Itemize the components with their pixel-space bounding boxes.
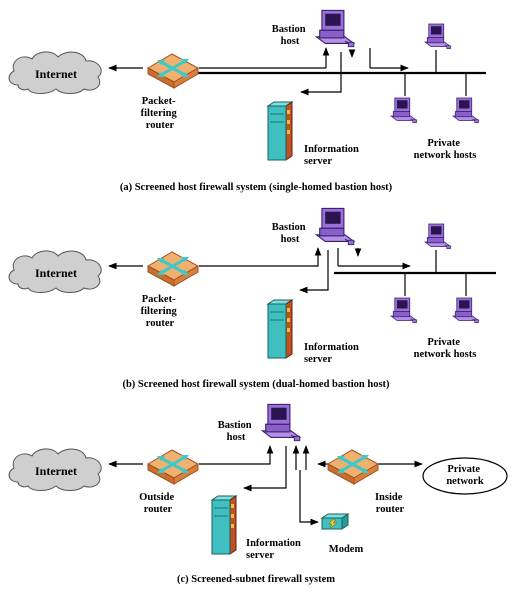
internet-label: Internet bbox=[35, 266, 77, 280]
bastion-host-icon bbox=[315, 207, 355, 246]
panel-a: Internet Packet- filtering router Bastio… bbox=[8, 9, 486, 193]
inside-router-icon bbox=[326, 448, 380, 486]
private-hosts-label: Private network hosts bbox=[414, 337, 477, 360]
information-server-icon bbox=[211, 495, 237, 555]
information-server-icon bbox=[267, 101, 293, 161]
server-label: Information server bbox=[304, 144, 361, 167]
packet-filter-router-icon bbox=[146, 250, 200, 288]
link-router-bastion bbox=[199, 247, 322, 267]
link-bastion-modem bbox=[299, 470, 319, 526]
server-label: Information server bbox=[246, 538, 303, 561]
inside-router-label: Inside router bbox=[375, 492, 405, 515]
caption-a: (a) Screened host firewall system (singl… bbox=[120, 182, 393, 193]
outside-router-icon bbox=[146, 448, 200, 486]
bastion-host-icon bbox=[261, 403, 301, 442]
router-label: Packet- filtering router bbox=[141, 294, 180, 329]
bastion-label: Bastion host bbox=[272, 24, 308, 47]
private-network-node: Private network bbox=[422, 457, 508, 495]
internet-cloud: Internet bbox=[8, 51, 102, 94]
private-hosts-label: Private network hosts bbox=[414, 138, 477, 161]
caption-c: (c) Screened-subnet firewall system bbox=[177, 574, 335, 585]
internet-label: Internet bbox=[35, 67, 77, 81]
bastion-label: Bastion host bbox=[272, 222, 308, 245]
router-label: Packet- filtering router bbox=[141, 96, 180, 131]
private-host-icon bbox=[390, 97, 417, 124]
panel-b: Internet Packet- filtering router Bastio… bbox=[8, 207, 496, 390]
private-host-icon bbox=[390, 297, 417, 324]
bastion-host-icon bbox=[315, 9, 355, 48]
private-host-icon bbox=[424, 23, 451, 50]
information-server-icon bbox=[267, 299, 293, 359]
internet-cloud: Internet bbox=[8, 448, 102, 491]
private-host-icon bbox=[424, 223, 451, 250]
panel-c: Internet Private network Outside router … bbox=[8, 403, 508, 585]
bastion-label: Bastion host bbox=[218, 420, 254, 443]
modem-label: Modem bbox=[329, 544, 364, 555]
link-outside-router-bastion bbox=[199, 445, 274, 465]
link-bastion-server bbox=[299, 250, 329, 294]
server-label: Information server bbox=[304, 342, 361, 365]
link-bastion-server bbox=[300, 52, 342, 96]
caption-b: (b) Screened host firewall system (dual-… bbox=[122, 379, 390, 390]
internet-cloud: Internet bbox=[8, 250, 102, 293]
outside-router-label: Outside router bbox=[139, 492, 177, 515]
internet-label: Internet bbox=[35, 464, 77, 478]
private-host-icon bbox=[452, 297, 479, 324]
packet-filter-router-icon bbox=[146, 52, 200, 90]
private-host-icon bbox=[452, 97, 479, 124]
modem-icon bbox=[321, 513, 349, 530]
link-bastion-server bbox=[243, 446, 287, 492]
private-network-label: Private network bbox=[446, 464, 483, 487]
